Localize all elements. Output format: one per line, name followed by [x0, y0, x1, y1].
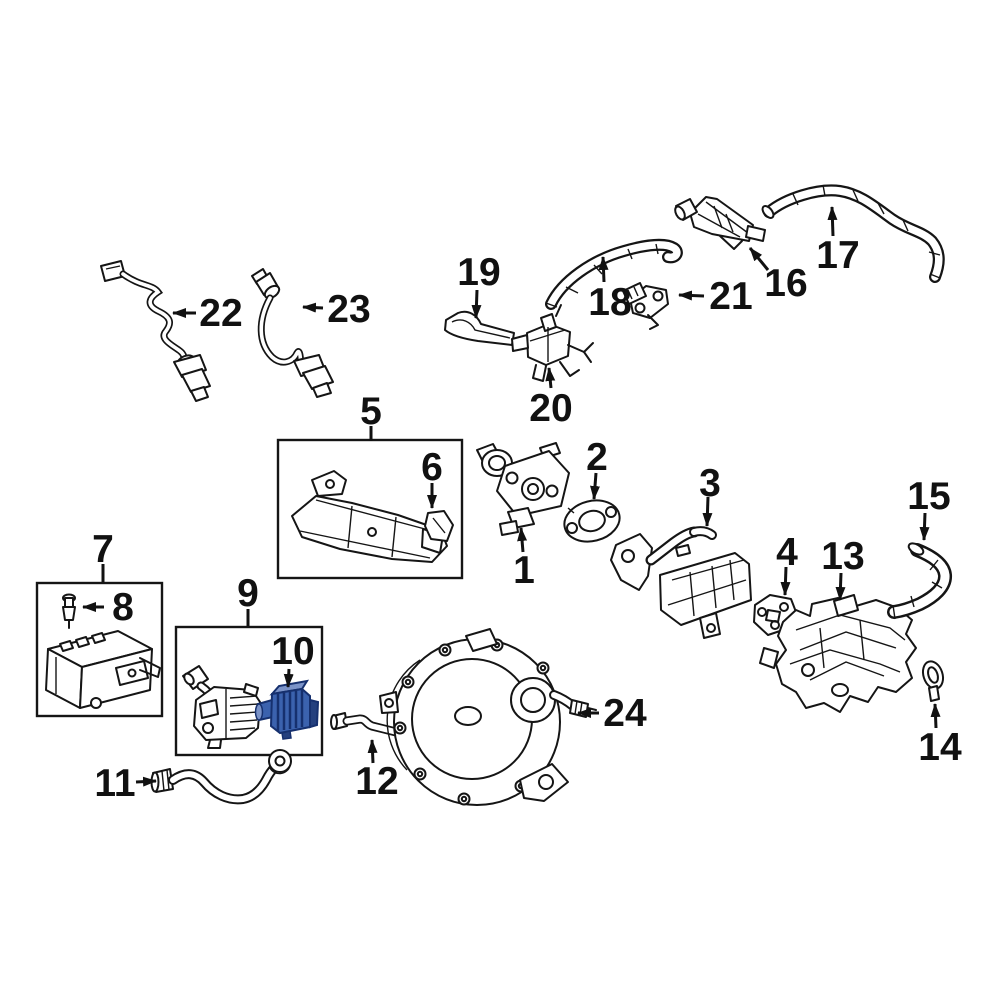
- callout-label-17: 17: [816, 234, 859, 277]
- callout-10: 10: [271, 630, 315, 688]
- part-23-drawing: [251, 268, 334, 398]
- callout-7: 7: [92, 528, 114, 582]
- callout-11: 11: [94, 762, 157, 805]
- part-19-drawing: [444, 310, 515, 346]
- callout-label-16: 16: [764, 262, 807, 305]
- part-15-drawing: [887, 542, 952, 620]
- callout-label-6: 6: [421, 446, 443, 489]
- part-21-drawing: [622, 282, 669, 330]
- callout-2: 2: [586, 436, 608, 500]
- callout-16: 16: [748, 247, 808, 305]
- callout-label-23: 23: [327, 288, 370, 331]
- callout-12: 12: [355, 739, 399, 803]
- callout-label-8: 8: [112, 586, 134, 629]
- callout-label-14: 14: [918, 726, 962, 769]
- part-8-drawing: [62, 593, 76, 629]
- callout-24: 24: [577, 692, 647, 735]
- callout-label-22: 22: [199, 292, 242, 335]
- callout-label-2: 2: [586, 436, 608, 479]
- callout-22: 22: [172, 292, 243, 335]
- group-box-5: [276, 438, 464, 580]
- part-10-drawing-highlighted: [254, 679, 320, 740]
- part-16-drawing: [674, 196, 766, 250]
- part-2-drawing: [563, 499, 621, 543]
- callout-6: 6: [421, 446, 443, 509]
- callout-label-13: 13: [821, 535, 864, 578]
- callout-4: 4: [776, 531, 798, 596]
- callout-label-12: 12: [355, 760, 398, 803]
- callout-label-19: 19: [457, 251, 500, 294]
- part-17-drawing: [761, 184, 945, 283]
- callout-18: 18: [588, 256, 632, 324]
- callout-1: 1: [513, 527, 535, 592]
- part-5-drawing: [291, 470, 448, 563]
- callout-14: 14: [918, 703, 962, 769]
- callout-label-11: 11: [94, 762, 135, 805]
- group-box-9: [174, 625, 324, 757]
- callout-20: 20: [529, 367, 573, 430]
- callout-13: 13: [821, 535, 865, 601]
- callout-label-15: 15: [907, 475, 950, 518]
- part-6-drawing: [424, 510, 454, 542]
- part-22-drawing: [100, 260, 211, 402]
- part-3-drawing: [610, 526, 752, 639]
- callout-19: 19: [457, 251, 501, 319]
- callout-label-3: 3: [699, 462, 721, 505]
- callout-label-7: 7: [92, 528, 114, 571]
- callout-label-21: 21: [709, 275, 752, 318]
- callout-label-20: 20: [529, 387, 572, 430]
- callout-23: 23: [302, 288, 371, 331]
- callout-label-10: 10: [271, 630, 314, 673]
- part-1-drawing: [476, 442, 570, 536]
- group-box-7: [35, 581, 164, 718]
- callout-8: 8: [82, 586, 134, 629]
- part-20-drawing: [511, 304, 594, 382]
- callout-15: 15: [907, 475, 951, 541]
- part-9-drawing: [182, 665, 261, 749]
- callout-label-5: 5: [360, 390, 382, 433]
- part-7-drawing: [45, 630, 161, 709]
- callout-17: 17: [816, 206, 860, 277]
- callout-21: 21: [678, 275, 753, 318]
- callout-5: 5: [360, 390, 382, 441]
- callout-label-4: 4: [776, 531, 798, 574]
- part-14-drawing: [921, 660, 945, 702]
- callout-label-1: 1: [513, 549, 535, 592]
- callout-label-9: 9: [237, 572, 259, 615]
- callout-3: 3: [699, 462, 721, 527]
- callout-label-24: 24: [603, 692, 647, 735]
- callout-label-18: 18: [588, 281, 631, 324]
- part-11-drawing: [150, 749, 292, 805]
- part-18-drawing: [545, 238, 683, 310]
- part-24-drawing: [379, 628, 597, 806]
- callout-9: 9: [237, 572, 259, 626]
